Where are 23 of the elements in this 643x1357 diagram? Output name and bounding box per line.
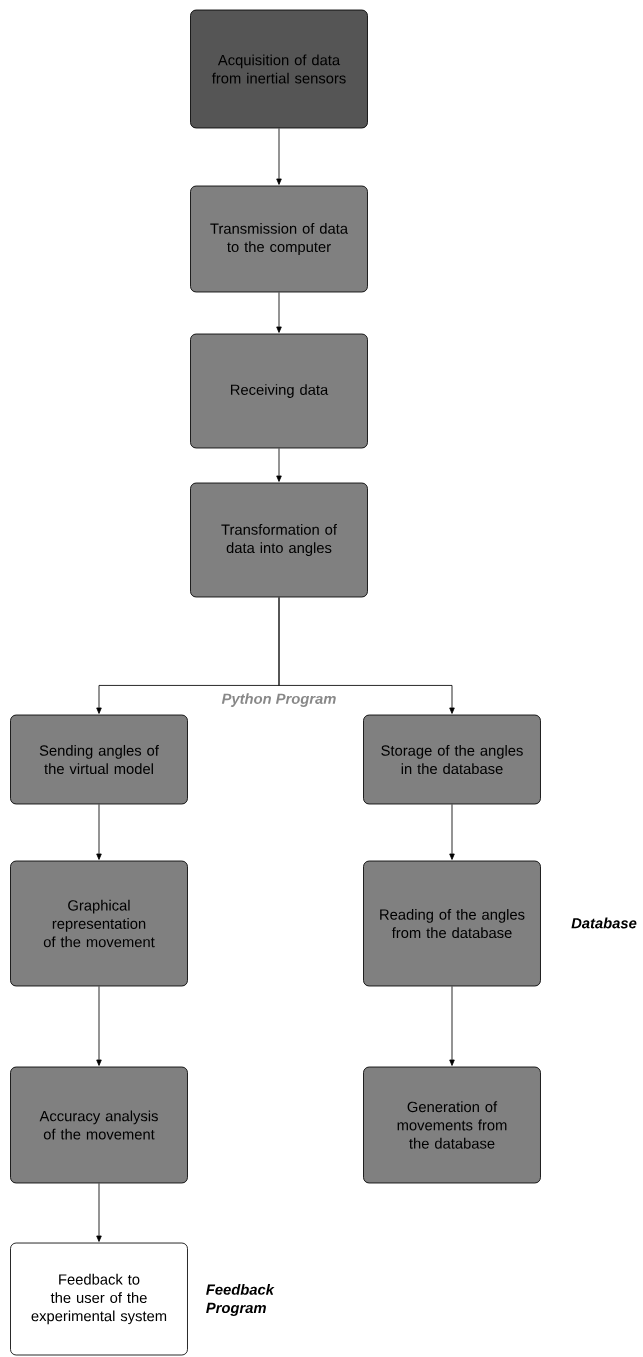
process-box: Reading of the angles from the database — [363, 860, 541, 987]
arrow — [449, 986, 455, 1066]
arrow — [96, 804, 102, 860]
process-box: Receiving data — [190, 333, 368, 449]
process-box: Accuracy analysis of the movement — [10, 1066, 188, 1184]
arrow — [96, 1183, 102, 1242]
group-label: Feedback Program — [206, 1284, 275, 1317]
group-label: Python Program — [221, 693, 336, 707]
arrow — [276, 292, 282, 333]
process-box: Graphical representation of the movement — [10, 860, 188, 987]
arrow — [96, 986, 102, 1066]
process-box: Sending angles of the virtual model — [10, 714, 188, 805]
arrow — [278, 597, 455, 714]
process-box: Generation of movements from the database — [363, 1066, 541, 1184]
process-box: Storage of the angles in the database — [363, 714, 541, 805]
arrow — [276, 128, 282, 185]
process-box: Acquisition of data from inertial sensors — [190, 9, 368, 129]
process-box: Feedback to the user of the experimental system — [10, 1242, 188, 1356]
process-box: Transmission of data to the computer — [190, 185, 368, 293]
group-label: Database — [571, 917, 637, 929]
arrow — [449, 804, 455, 860]
arrow — [276, 448, 282, 482]
process-box: Transformation of data into angles — [190, 482, 368, 598]
